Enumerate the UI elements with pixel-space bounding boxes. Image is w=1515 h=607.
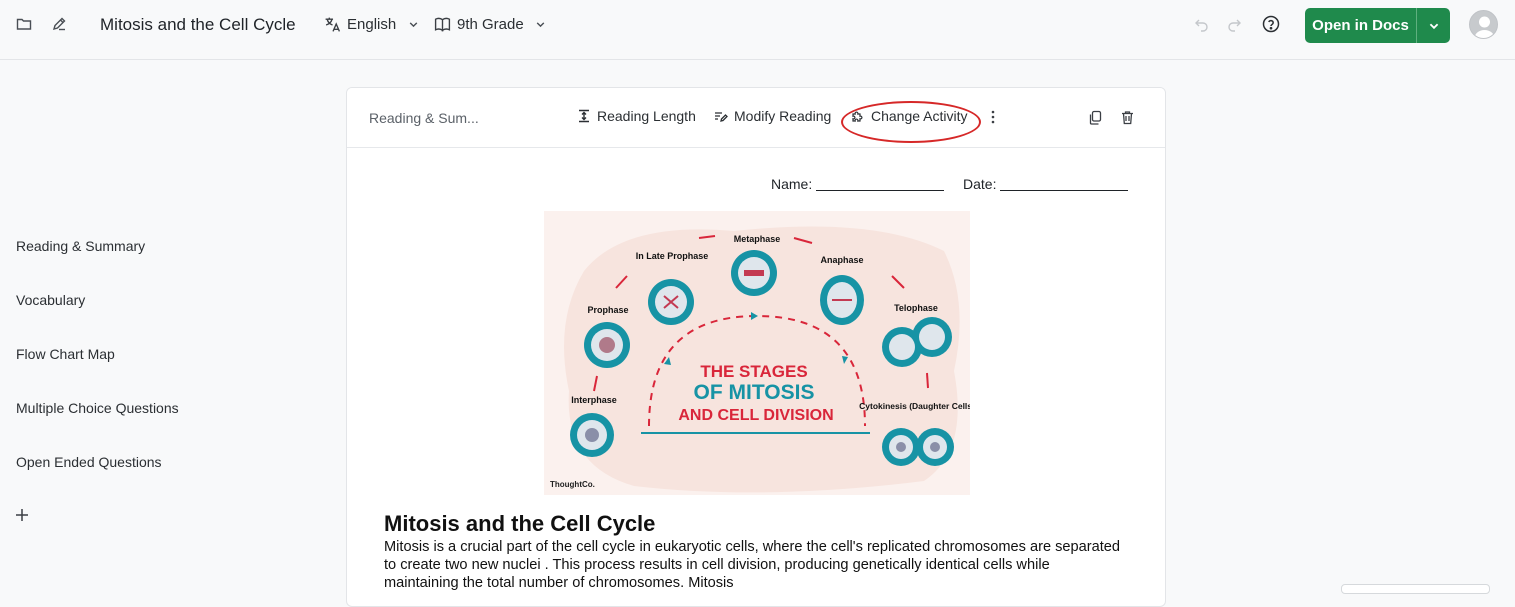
text-height-icon [579, 109, 589, 123]
cell-late-prophase [648, 279, 694, 325]
figure-title-line2: OF MITOSIS [694, 381, 815, 404]
undo-icon[interactable] [1192, 14, 1212, 34]
modify-reading-label: Modify Reading [734, 108, 832, 124]
language-value: English [347, 16, 397, 33]
activity-card: Reading & Sum... Reading Length Modify R… [346, 87, 1166, 607]
open-in-docs-button[interactable]: Open in Docs [1305, 8, 1450, 43]
edit-icon[interactable] [49, 14, 69, 34]
date-label: Date: [963, 176, 997, 192]
grade-select[interactable]: 9th Grade [434, 16, 548, 33]
sidebar-item-reading-summary[interactable]: Reading & Summary [16, 238, 146, 254]
reading-paragraph: Mitosis is a crucial part of the cell cy… [384, 539, 1121, 591]
stage-label-cytokinesis: Cytokinesis (Daughter Cells) [859, 401, 970, 411]
figure-title-line1: THE STAGES [700, 362, 807, 381]
sidebar-item-open-ended[interactable]: Open Ended Questions [16, 454, 162, 470]
reading-title: Mitosis and the Cell Cycle [384, 511, 656, 536]
top-bar: Mitosis and the Cell Cycle English 9th G… [0, 0, 1515, 60]
help-icon[interactable] [1261, 14, 1281, 34]
reading-length-label: Reading Length [597, 108, 696, 124]
document-title[interactable]: Mitosis and the Cell Cycle [100, 15, 296, 34]
stage-label-prophase: Prophase [587, 305, 628, 315]
stage-label-late-prophase: In Late Prophase [636, 251, 709, 261]
date-field: Date: [963, 176, 1129, 192]
figure-title-line3: AND CELL DIVISION [678, 407, 833, 424]
stage-label-metaphase: Metaphase [734, 234, 781, 244]
language-select[interactable]: English [324, 16, 420, 33]
chevron-down-icon [406, 18, 420, 32]
text-edit-icon [715, 112, 728, 122]
modify-reading-button[interactable]: Modify Reading [714, 108, 831, 124]
open-in-docs-label[interactable]: Open in Docs [1305, 8, 1417, 43]
worksheet-body: Name: Date: THE STAGES OF MITOSIS AND CE… [347, 148, 1165, 606]
translate-icon [325, 17, 341, 32]
stage-label-anaphase: Anaphase [820, 255, 863, 265]
grade-value: 9th Grade [457, 16, 524, 33]
more-options-icon[interactable] [984, 108, 1002, 126]
chevron-down-icon [1429, 23, 1438, 29]
sidebar-item-flow-chart-map[interactable]: Flow Chart Map [16, 346, 115, 362]
cell-anaphase [820, 275, 864, 325]
floating-panel-edge[interactable] [1341, 584, 1490, 594]
activity-sidebar: Reading & Summary Vocabulary Flow Chart … [0, 60, 330, 589]
sidebar-item-multiple-choice[interactable]: Multiple Choice Questions [16, 400, 179, 416]
book-icon [434, 17, 451, 32]
mitosis-stages-figure: THE STAGES OF MITOSIS AND CELL DIVISION … [544, 211, 970, 495]
cell-interphase [570, 413, 614, 457]
cell-telophase [882, 317, 952, 367]
name-label: Name: [771, 176, 813, 192]
user-avatar[interactable] [1469, 10, 1498, 39]
open-docs-dropdown-button[interactable] [1417, 8, 1450, 43]
card-toolbar: Reading & Sum... Reading Length Modify R… [347, 88, 1165, 148]
cell-metaphase [731, 250, 777, 296]
folder-icon[interactable] [14, 14, 34, 34]
stage-label-telophase: Telophase [894, 303, 938, 313]
sidebar-item-vocabulary[interactable]: Vocabulary [16, 292, 86, 308]
delete-icon[interactable] [1118, 108, 1136, 126]
redo-icon[interactable] [1224, 14, 1244, 34]
cell-prophase [584, 322, 630, 368]
highlight-annotation-ring [841, 101, 981, 143]
section-label: Reading & Sum... [369, 110, 479, 126]
name-field: Name: [771, 176, 945, 192]
reading-length-button[interactable]: Reading Length [577, 108, 696, 124]
figure-credit: ThoughtCo. [550, 480, 595, 489]
add-activity-icon[interactable] [14, 507, 30, 523]
copy-icon[interactable] [1086, 108, 1104, 126]
stage-label-interphase: Interphase [571, 395, 617, 405]
chevron-down-icon [534, 18, 548, 32]
cell-cytokinesis [882, 428, 954, 466]
